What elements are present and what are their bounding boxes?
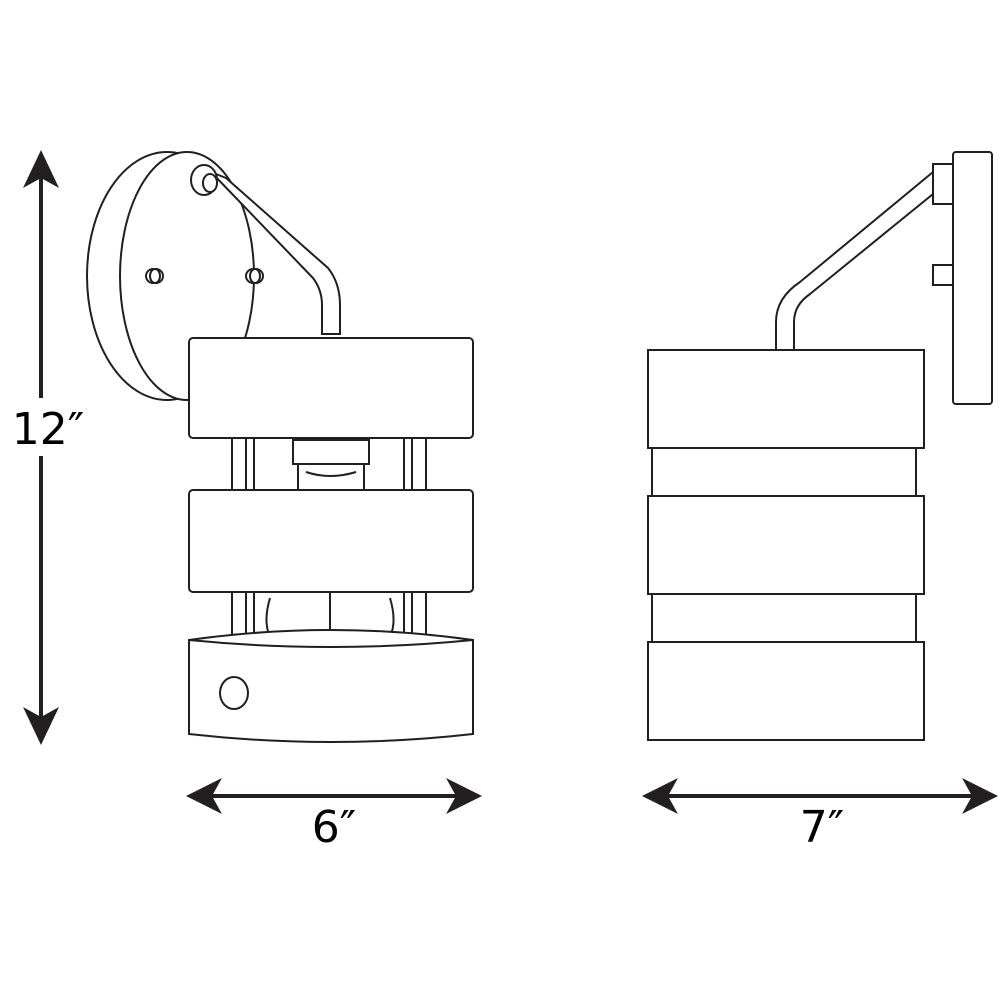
height-label-mask [8,398,78,456]
side-band-middle [647,495,925,595]
side-band-top [647,349,925,449]
front-backplate [86,151,264,401]
height-label: 12″ [12,404,84,455]
side-width-arrow-left [642,778,678,814]
front-bulb [265,439,395,641]
front-screw-left [145,268,164,284]
front-band-top [188,337,474,439]
front-width-dimension [186,778,482,814]
side-glass-lower [651,593,917,643]
front-screw-right [245,268,264,284]
front-sensor [219,676,249,710]
front-width-arrow-right [446,778,482,814]
side-view [647,151,993,741]
front-band-middle [188,489,474,593]
side-backplate [952,151,993,405]
side-width-label: 7″ [800,802,844,853]
side-arm [775,169,934,353]
front-width-label: 6″ [312,802,356,853]
side-band-bottom [647,641,925,741]
side-screw [932,264,954,286]
front-width-arrow-left [186,778,222,814]
side-width-dimension [642,778,998,814]
front-arm [190,164,341,335]
side-arm-mount [932,163,954,205]
side-glass-upper [651,445,917,499]
side-width-arrow-right [962,778,998,814]
height-arrow-bottom [23,707,59,745]
front-view [86,151,474,743]
front-band-bottom [188,629,474,743]
height-arrow-top [23,150,59,188]
